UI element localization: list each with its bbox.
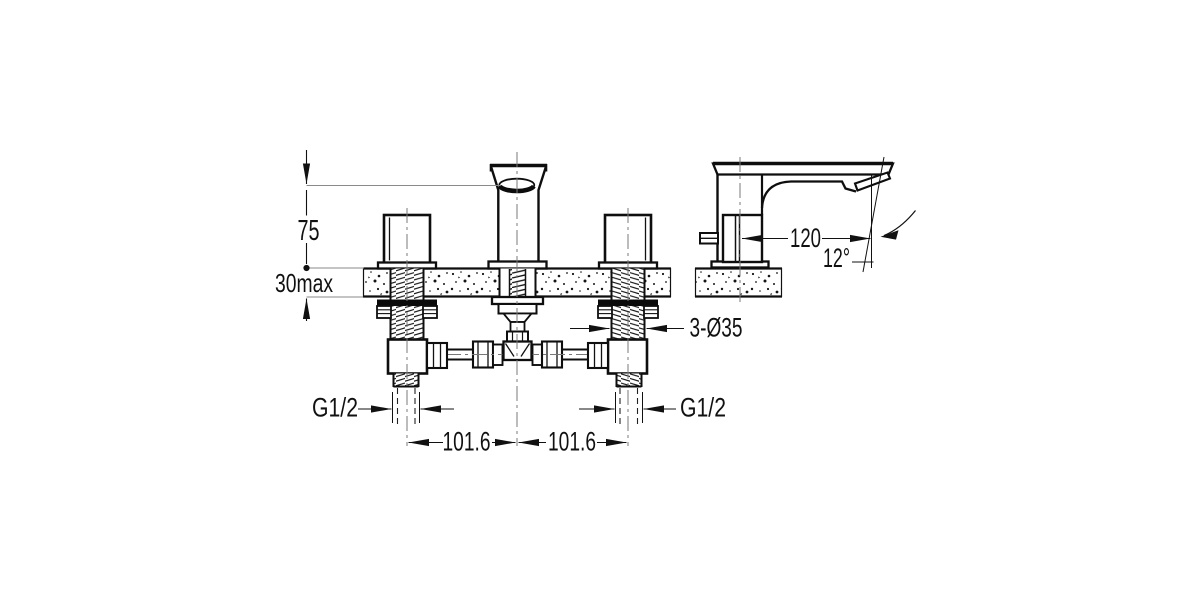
front-view-dimensions: 75 30max G1/2 G1/2 3-Ø35 101.6 101 — [275, 150, 743, 457]
angle-arc — [883, 210, 916, 237]
stream-angle-line — [862, 156, 885, 273]
dim-counter-thickness-label: 30max — [275, 268, 333, 298]
dim-spout-height-label: 75 — [298, 215, 320, 247]
dim-hole-spacing-right-label: 101.6 — [548, 427, 596, 457]
dim-hole-diameter-label: 3-Ø35 — [690, 313, 743, 343]
spout-assembly — [487, 152, 548, 446]
spout-aerator-tip — [853, 171, 892, 192]
dim-spout-angle-label: 12° — [823, 243, 850, 273]
dim-spout-reach-label: 120 — [790, 223, 821, 253]
side-view-dimensions: 120 12° — [742, 156, 916, 273]
countertop-side — [694, 267, 783, 298]
side-view-drawing: 120 12° — [694, 156, 916, 302]
dim-inlet-thread-right-label: G1/2 — [680, 393, 726, 423]
dim-inlet-thread-left-label: G1/2 — [312, 393, 358, 423]
dim-hole-spacing-left-label: 101.6 — [443, 427, 491, 457]
supply-pipe-assembly — [420, 340, 614, 369]
front-view-drawing: 75 30max G1/2 G1/2 3-Ø35 101.6 101 — [275, 150, 743, 457]
